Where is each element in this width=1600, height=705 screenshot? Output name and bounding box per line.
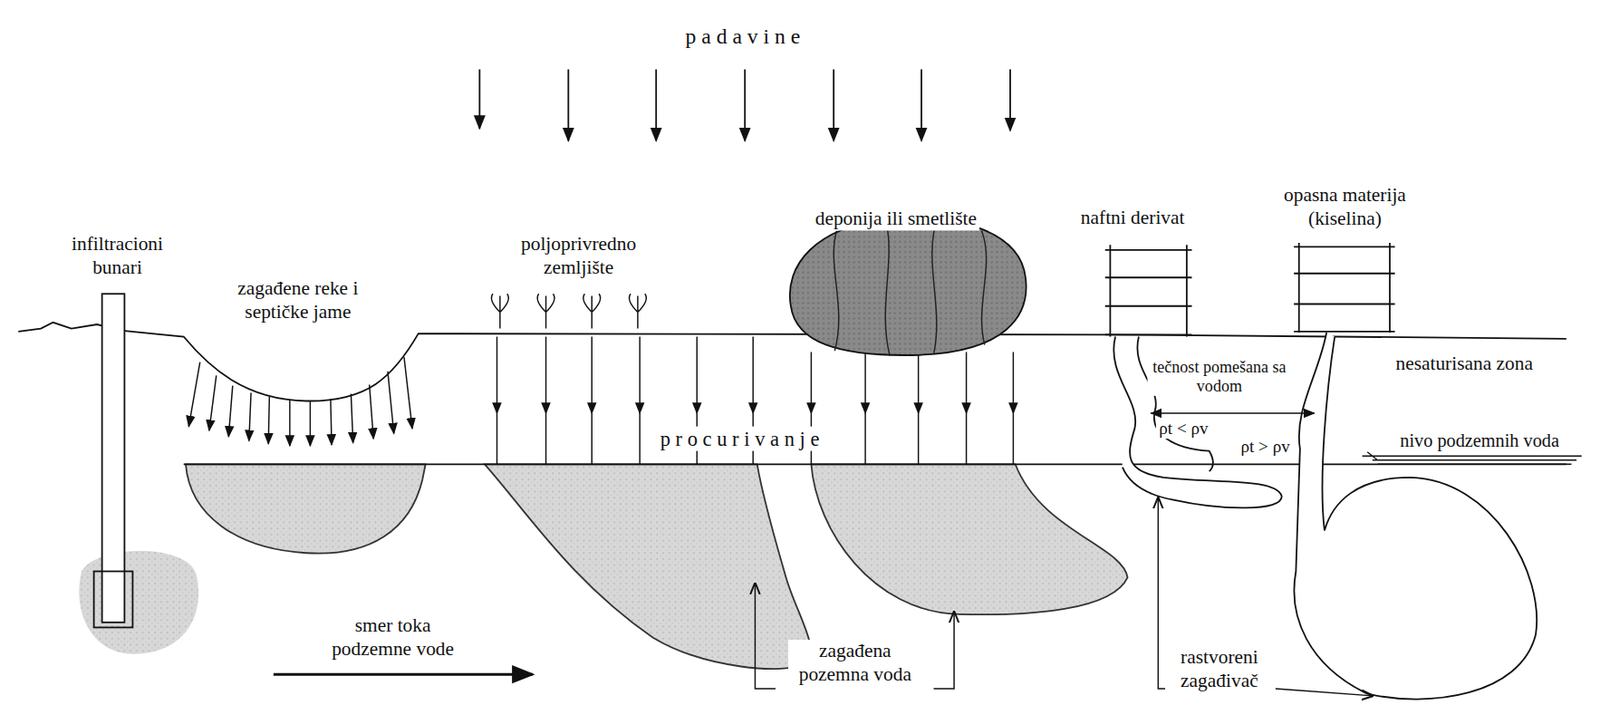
river-label: zagađene reke i septičke jame [218, 277, 378, 324]
dissolved-pollutant-label: rastvoreni zagađivač [1165, 645, 1273, 693]
crop-plants [491, 293, 647, 328]
landfill-label: deponija ili smetlište [811, 207, 980, 232]
acid-tank [1293, 242, 1396, 333]
flow-direction-label: smer toka podzemne vode [320, 614, 465, 661]
mixed-liquid-bracket [1150, 412, 1314, 414]
mixed-liquid-label: tečnost pomešana sa vodom [1147, 356, 1292, 396]
rain-arrows [479, 69, 1011, 142]
well-screen [94, 571, 134, 628]
ground-surface [18, 322, 1567, 402]
well-label: infiltracioni bunari [53, 232, 183, 280]
density-higher-label: ρt > ρv [1237, 436, 1293, 458]
water-table-marker [1362, 452, 1582, 465]
landfill-mound [790, 218, 1027, 356]
oil-tank [1105, 244, 1193, 337]
polluted-water-leaders [754, 583, 955, 689]
landfill-plume [810, 463, 1128, 615]
landfill-layers [833, 218, 986, 357]
unsaturated-zone-label: nesaturisana zona [1392, 351, 1536, 376]
infiltration-well [102, 293, 126, 623]
acid-plume [1293, 332, 1537, 700]
density-lower-label: ρt < ρv [1156, 418, 1212, 440]
acid-label: opasna materija (kiselina) [1265, 183, 1426, 231]
rain-label: p a d a v i n e [682, 24, 804, 50]
river-plume [185, 463, 426, 553]
percolation-label: p r o c u r i v a n j e [656, 426, 823, 452]
water-table-label: nivo podzemnih voda [1397, 430, 1562, 453]
polluted-water-label: zagađena pozemna voda [788, 639, 923, 686]
agriculture-label: poljoprivredno zemljište [503, 232, 653, 280]
flow-arrow [273, 673, 533, 676]
water-table [183, 462, 1567, 465]
oil-label: naftni derivat [1077, 205, 1187, 230]
river-seepage-arrows [188, 356, 413, 446]
well-plume [78, 550, 199, 655]
percolation-arrows [496, 337, 1013, 465]
dissolved-pollutant-leaders [1157, 497, 1373, 695]
agriculture-plume [484, 463, 811, 669]
